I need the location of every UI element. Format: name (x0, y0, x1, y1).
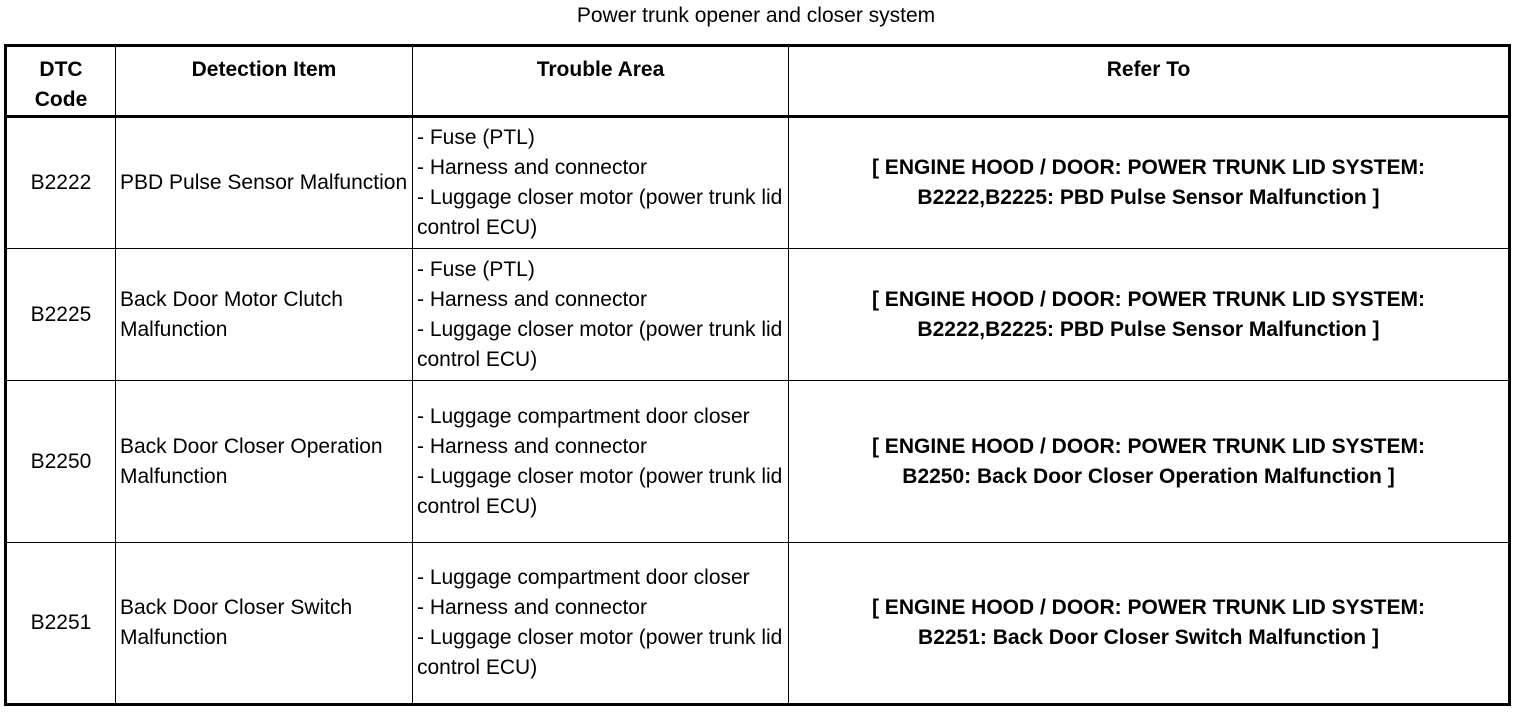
trouble-area-cell: - Luggage compartment door closer - Harn… (412, 542, 789, 705)
refer-to-link[interactable]: [ ENGINE HOOD / DOOR: POWER TRUNK LID SY… (788, 542, 1510, 705)
trouble-area-cell: - Fuse (PTL) - Harness and connector - L… (412, 248, 789, 381)
refer-to-line2: B2250: Back Door Closer Operation Malfun… (902, 464, 1395, 488)
dtc-code-cell: B2250 (5, 380, 116, 543)
header-refer-to: Refer To (788, 45, 1510, 118)
refer-to-line1: [ ENGINE HOOD / DOOR: POWER TRUNK LID SY… (871, 434, 1425, 458)
header-dtc-code-line2: Code (34, 88, 88, 111)
table-row: B2250 Back Door Closer Operation Malfunc… (5, 380, 1510, 543)
dtc-code-cell: B2225 (5, 248, 116, 381)
table-header-row: DTC Code Detection Item Trouble Area Ref… (5, 45, 1510, 118)
table-caption: Power trunk opener and closer system (576, 4, 936, 27)
trouble-area-cell: - Luggage compartment door closer - Harn… (412, 380, 789, 543)
detection-item-cell: Back Door Motor Clutch Malfunction (115, 248, 413, 381)
header-dtc-code-line1: DTC (39, 58, 83, 81)
dtc-table: DTC Code Detection Item Trouble Area Ref… (4, 44, 1511, 706)
refer-to-line1: [ ENGINE HOOD / DOOR: POWER TRUNK LID SY… (871, 156, 1425, 179)
refer-to-link[interactable]: [ ENGINE HOOD / DOOR: POWER TRUNK LID SY… (788, 116, 1510, 249)
refer-to-line2: B2222,B2225: PBD Pulse Sensor Malfunctio… (917, 186, 1380, 209)
table-row: B2225 Back Door Motor Clutch Malfunction… (5, 248, 1510, 381)
detection-item-cell: Back Door Closer Switch Malfunction (115, 542, 413, 705)
detection-item-cell: PBD Pulse Sensor Malfunction (115, 116, 413, 249)
header-detection-item: Detection Item (115, 45, 413, 118)
dtc-code-cell: B2251 (5, 542, 116, 705)
refer-to-link[interactable]: [ ENGINE HOOD / DOOR: POWER TRUNK LID SY… (788, 380, 1510, 543)
detection-item-cell: Back Door Closer Operation Malfunction (115, 380, 413, 543)
dtc-code-cell: B2222 (5, 116, 116, 249)
refer-to-line2: B2222,B2225: PBD Pulse Sensor Malfunctio… (917, 317, 1380, 341)
refer-to-line1: [ ENGINE HOOD / DOOR: POWER TRUNK LID SY… (871, 596, 1425, 619)
header-dtc-code: DTC Code (5, 45, 116, 118)
header-trouble-area: Trouble Area (412, 45, 789, 118)
refer-to-link[interactable]: [ ENGINE HOOD / DOOR: POWER TRUNK LID SY… (788, 248, 1510, 381)
refer-to-line1: [ ENGINE HOOD / DOOR: POWER TRUNK LID SY… (871, 287, 1425, 311)
table-row: B2222 PBD Pulse Sensor Malfunction - Fus… (5, 116, 1510, 249)
refer-to-line2: B2251: Back Door Closer Switch Malfuncti… (918, 626, 1379, 649)
table-row: B2251 Back Door Closer Switch Malfunctio… (5, 542, 1510, 705)
trouble-area-cell: - Fuse (PTL) - Harness and connector - L… (412, 116, 789, 249)
